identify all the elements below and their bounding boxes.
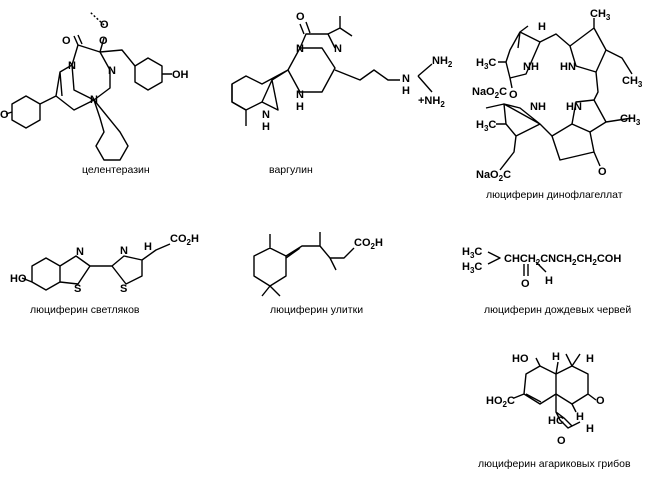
atom-label: NH [530, 101, 546, 113]
caption-firefly: люциферин светляков [30, 304, 140, 316]
atom-label: OH [172, 69, 189, 81]
atom-label: H [552, 351, 560, 363]
coelenterazine-structure: O O O N N N OH O целентеразин [0, 11, 189, 176]
earthworm-luciferin-structure: H3C H3C CHCH2CNCH2CH2COH O H люциферин д… [462, 246, 631, 316]
atom-label: N [108, 65, 116, 77]
atom-label: +NH2 [418, 95, 445, 109]
atom-label: HO2C [486, 395, 515, 409]
atom-label: NaO2C [472, 86, 507, 100]
caption-dinoflagellate: люциферин динофлагеллат [486, 189, 623, 201]
atom-label: NH [523, 61, 539, 73]
firefly-luciferin-structure: HO N S N H S CO2H люциферин светляков [10, 233, 199, 316]
caption-agaric: люциферин агариковых грибов [478, 458, 631, 470]
atom-label: O [521, 278, 530, 290]
atom-label: N [402, 73, 410, 85]
atom-label: N [296, 43, 304, 55]
atom-label: CH3 [622, 75, 643, 89]
atom-label: S [120, 283, 127, 295]
atom-label: H [538, 21, 546, 33]
atom-label: H [296, 101, 304, 113]
atom-label: HO [10, 273, 27, 285]
atom-label: CHCH2CNCH2CH2COH [504, 253, 621, 267]
atom-label: O [62, 35, 71, 47]
atom-label: CO2H [170, 233, 199, 247]
dinoflagellate-luciferin-structure: H CH3 H3C NH HN CH3 O NaO2C NH HN H3C CH… [472, 8, 643, 201]
snail-luciferin-structure: CO2H люциферин улитки [253, 232, 383, 316]
atom-label: H [144, 241, 152, 253]
atom-label: N [90, 94, 98, 106]
caption-snail: люциферин улитки [270, 304, 363, 316]
atom-label: H3C [462, 246, 482, 260]
atom-label: N [120, 245, 128, 257]
atom-label: HN [560, 61, 576, 73]
atom-label: O [0, 109, 9, 121]
atom-label: H [262, 121, 270, 133]
atom-label: N [296, 89, 304, 101]
atom-label: H3C [476, 119, 496, 133]
atom-label: H [586, 423, 594, 435]
atom-label: O [598, 166, 607, 178]
caption-coelenterazine: целентеразин [82, 164, 150, 176]
atom-label: CH3 [590, 8, 611, 22]
atom-label: CH3 [620, 113, 641, 127]
vargulin-structure: O N N N H N H N H NH2 +NH2 варгулин [231, 11, 453, 176]
atom-label: N [68, 60, 76, 72]
atom-label: H [402, 85, 410, 97]
atom-label: O [509, 89, 518, 101]
atom-label: O [557, 435, 566, 447]
atom-label: N [262, 109, 270, 121]
atom-label: O [296, 11, 305, 23]
caption-vargulin: варгулин [269, 164, 313, 176]
atom-label: N [76, 246, 84, 258]
agaric-luciferin-structure: HO H H H HO2C O HC O H люциферин агарико… [478, 351, 631, 470]
atom-label: H [545, 275, 553, 287]
atom-label: HO [512, 353, 529, 365]
atom-label: O [596, 395, 605, 407]
atom-label: CO2H [354, 237, 383, 251]
atom-label: H [576, 411, 584, 423]
atom-label: H [586, 353, 594, 365]
caption-earthworm: люциферин дождевых червей [484, 304, 631, 316]
atom-label: O [100, 19, 109, 31]
atom-label: N [334, 43, 342, 55]
atom-label: NH2 [432, 55, 453, 69]
atom-label: HN [566, 101, 582, 113]
atom-label: H3C [462, 261, 482, 275]
atom-label: HC [548, 415, 564, 427]
atom-label: H3C [476, 57, 496, 71]
atom-label: O [99, 35, 108, 47]
atom-label: NaO2C [476, 169, 511, 183]
atom-label: S [74, 283, 81, 295]
